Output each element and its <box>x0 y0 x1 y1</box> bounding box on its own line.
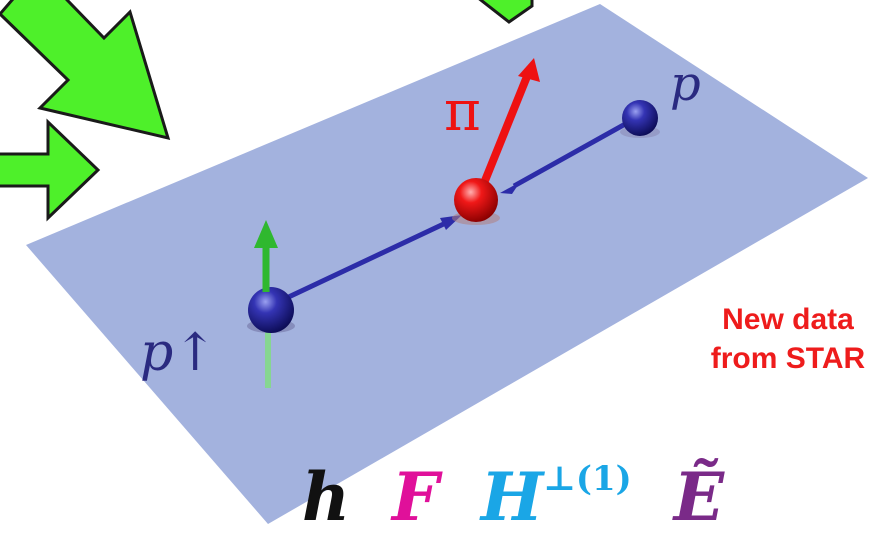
symbol-E-tilde: Ẽ <box>673 458 725 536</box>
symbol-h: h <box>302 458 350 536</box>
pion-label: π <box>444 79 481 144</box>
pion-arrow <box>474 72 532 200</box>
pion-arrowhead <box>518 58 540 82</box>
incoming-arrow-top <box>478 0 534 24</box>
proton-label: p <box>670 56 701 112</box>
spin-arrowhead <box>254 220 278 248</box>
symbol-F: F <box>392 458 439 536</box>
symbol-H: H <box>480 458 544 536</box>
pion-ball <box>454 178 498 222</box>
beam-line-left <box>276 218 452 305</box>
note-line-1: New data <box>722 303 854 336</box>
polarized-proton-label: p↑ <box>140 323 217 383</box>
beam-line-right <box>512 115 638 189</box>
incoming-arrow-left <box>0 118 101 222</box>
star-data-note: New data from STAR <box>703 300 873 378</box>
note-line-2: from STAR <box>710 342 866 375</box>
beam-arrowhead-right <box>500 182 520 194</box>
polarized-proton-ball <box>248 287 294 333</box>
incoming-arrow-top-left <box>0 0 171 141</box>
symbol-H-superscript: ⊥(1) <box>543 459 632 499</box>
proton-ball <box>622 100 658 136</box>
